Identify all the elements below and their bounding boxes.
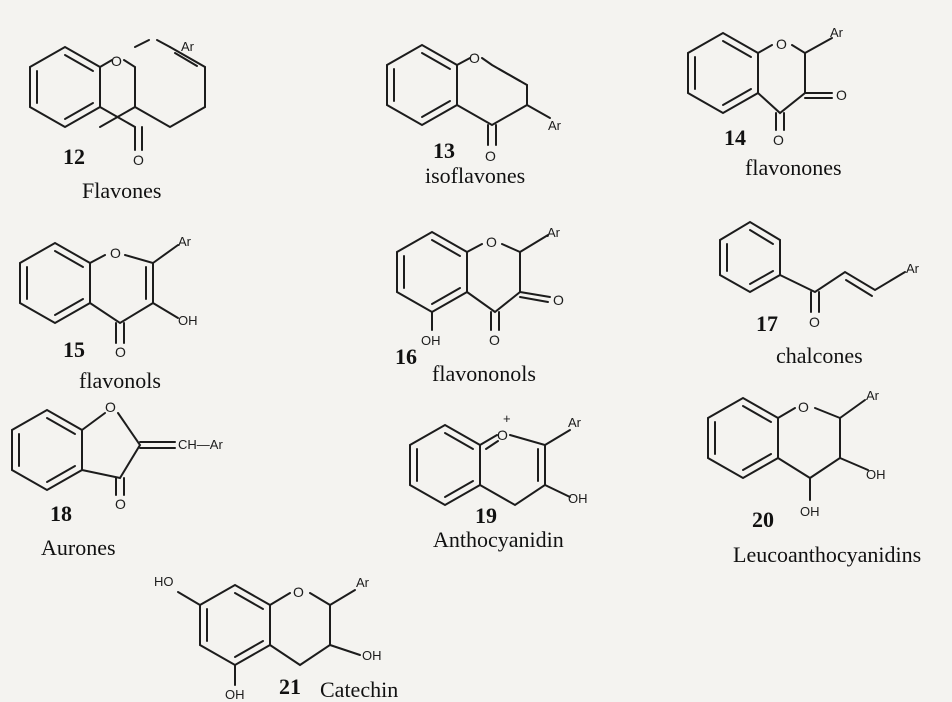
atom-oh-15: OH <box>178 313 198 328</box>
structure-17-chalcones <box>719 220 906 313</box>
atom-o-carbonyl-12: O <box>133 152 144 168</box>
atom-ar-13: Ar <box>548 118 562 133</box>
compound-name-13: isoflavones <box>425 163 525 188</box>
compound-number-15: 15 <box>63 337 85 362</box>
compound-name-20: Leucoanthocyanidins <box>733 542 921 567</box>
structure-12-flavones <box>29 39 206 151</box>
atom-plus-19: + <box>503 411 511 426</box>
structure-14-flavonones <box>687 31 833 131</box>
structure-19-anthocyanidin <box>409 423 571 507</box>
atom-o-carbonyl-18: O <box>115 496 126 512</box>
atom-oh-20b: OH <box>800 504 820 519</box>
atom-oh-19: OH <box>568 491 588 506</box>
compound-name-12: Flavones <box>82 178 161 203</box>
atom-oh-20a: OH <box>866 467 886 482</box>
compound-number-20: 20 <box>752 507 774 532</box>
compound-number-21: 21 <box>279 674 301 699</box>
atom-o-carbonyl-16b: O <box>489 332 500 348</box>
atom-ar-14: Ar <box>830 25 844 40</box>
compound-name-21: Catechin <box>320 677 398 702</box>
compound-number-14: 14 <box>724 125 746 150</box>
atom-o-ring-19: O <box>497 427 508 443</box>
structure-15-flavonols <box>19 241 179 344</box>
compound-number-13: 13 <box>433 138 455 163</box>
atom-o-ring-18: O <box>105 399 116 415</box>
compound-numbers: 12 13 14 15 16 17 18 19 20 21 <box>50 125 778 699</box>
compound-number-19: 19 <box>475 503 497 528</box>
compound-name-16: flavononols <box>432 361 536 386</box>
structure-13-isoflavones <box>386 43 551 146</box>
structure-18-aurones <box>11 408 176 496</box>
atom-o-ring-13: O <box>469 50 480 66</box>
atom-o-carbonyl-17: O <box>809 314 820 330</box>
atom-ar-21: Ar <box>356 575 370 590</box>
atom-o-ring-12: O <box>111 53 122 69</box>
compound-name-18: Aurones <box>41 535 116 560</box>
compound-number-16: 16 <box>395 344 417 369</box>
compound-name-17: chalcones <box>776 343 863 368</box>
atom-o-carbonyl-13: O <box>485 148 496 164</box>
atom-o-carbonyl-14b: O <box>773 132 784 148</box>
atom-o-ring-14: O <box>776 36 787 52</box>
atom-o-carbonyl-15: O <box>115 344 126 360</box>
atom-o-carbonyl-16a: O <box>553 292 564 308</box>
compound-name-15: flavonols <box>79 368 161 393</box>
atom-ar-20: Ar <box>866 388 880 403</box>
atom-o-ring-20: O <box>798 399 809 415</box>
atom-o-ring-15: O <box>110 245 121 261</box>
compound-name-19: Anthocyanidin <box>433 527 564 552</box>
atom-oh-21b: OH <box>225 687 245 702</box>
compound-number-17: 17 <box>756 311 778 336</box>
compound-number-18: 18 <box>50 501 72 526</box>
atom-labels: O Ar O O Ar O O Ar O O O Ar OH O O Ar O … <box>105 25 920 702</box>
atom-ar-17: Ar <box>906 261 920 276</box>
atom-ar-12: Ar <box>181 39 195 54</box>
atom-o-carbonyl-14a: O <box>836 87 847 103</box>
structure-16-flavononols <box>396 230 551 331</box>
atom-ar-19: Ar <box>568 415 582 430</box>
compound-number-12: 12 <box>63 144 85 169</box>
compound-names: Flavones isoflavones flavonones flavonol… <box>41 155 921 702</box>
structure-20-leucoanthocyanidins <box>707 396 869 501</box>
atom-oh-21a: OH <box>362 648 382 663</box>
atom-o-ring-16: O <box>486 234 497 250</box>
atom-oh-16: OH <box>421 333 441 348</box>
atom-ar-15: Ar <box>178 234 192 249</box>
atom-ch-ar-18: CH—Ar <box>178 437 223 452</box>
atom-ho-21: HO <box>154 574 174 589</box>
atom-ar-16: Ar <box>547 225 561 240</box>
compound-name-14: flavonones <box>745 155 842 180</box>
atom-o-ring-21: O <box>293 584 304 600</box>
structure-21-catechin <box>177 583 361 686</box>
